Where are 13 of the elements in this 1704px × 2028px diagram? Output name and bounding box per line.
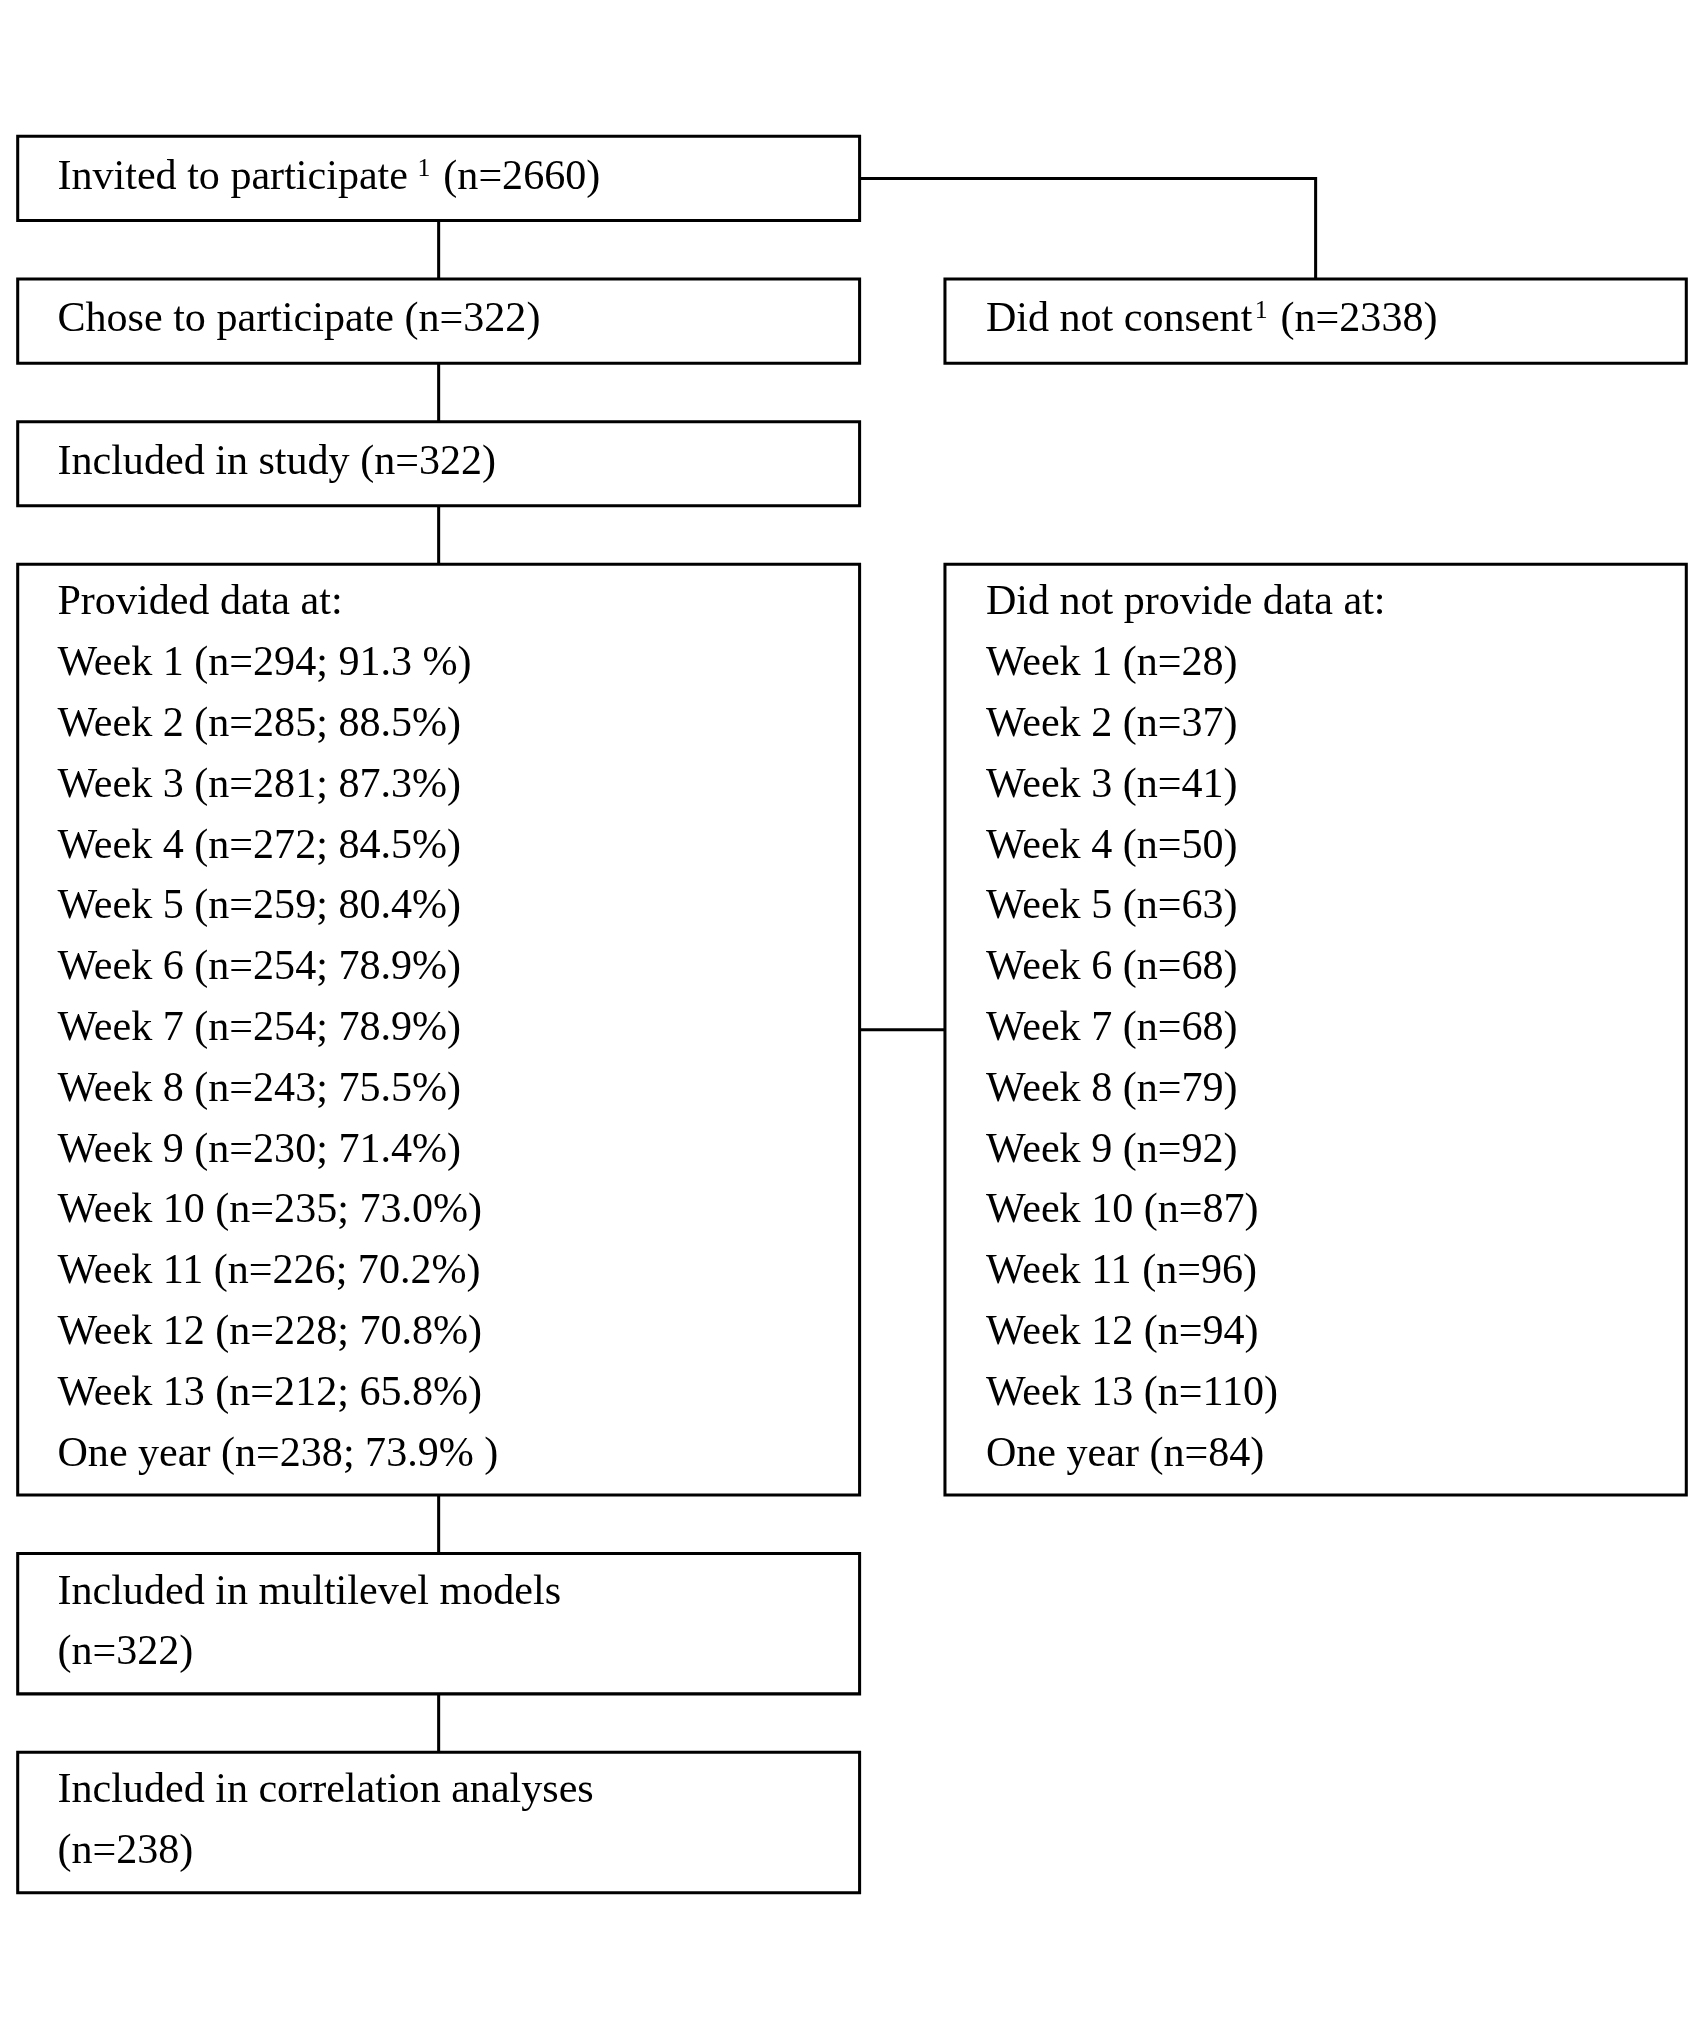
node-box: Chose to participate (n=322) — [16, 277, 862, 365]
connector — [437, 363, 441, 421]
node-box: Did not provide data at: Week 1 (n=28) Week 2 (n=37) Week 3 (n=41) Week 4 (n=50) Week 5 (n=63) Week 6 (n=68) Week 7 (n=68) Week 8 (n=79) Week 9 (n=92) Week 10 (n=87) Week 11 (n=96) Week 12 (n=94) Week 13 (n=110) One year (n=84) — [943, 562, 1688, 1497]
connector — [437, 220, 441, 278]
node-box: Provided data at: Week 1 (n=294; 91.3 %) Week 2 (n=285; 88.5%) Week 3 (n=281; 87.3%) Week 4 (n=272; 84.5%) Week 5 (n=259; 80.4%) Week 6 (n=254; 78.9%) Week 7 (n=254; 78.9%) Week 8 (n=243; 75.5%) Week 9 (n=230; 71.4%) Week 10 (n=235; 73.0%) Week 11 (n=226; 70.2%) Week 12 (n=228; 70.8%) Week 13 (n=212; 65.8%) One year (n=238; 73.9% ) — [16, 562, 862, 1497]
connector — [859, 1027, 945, 1031]
connector — [437, 1693, 441, 1752]
node-box: Included in study (n=322) — [16, 419, 862, 507]
node-box: Included in correlation analyses (n=238) — [16, 1750, 862, 1894]
connector — [437, 1495, 441, 1553]
connector — [859, 176, 1318, 278]
connector — [437, 505, 441, 563]
node-box: Included in multilevel models (n=322) — [16, 1551, 862, 1695]
